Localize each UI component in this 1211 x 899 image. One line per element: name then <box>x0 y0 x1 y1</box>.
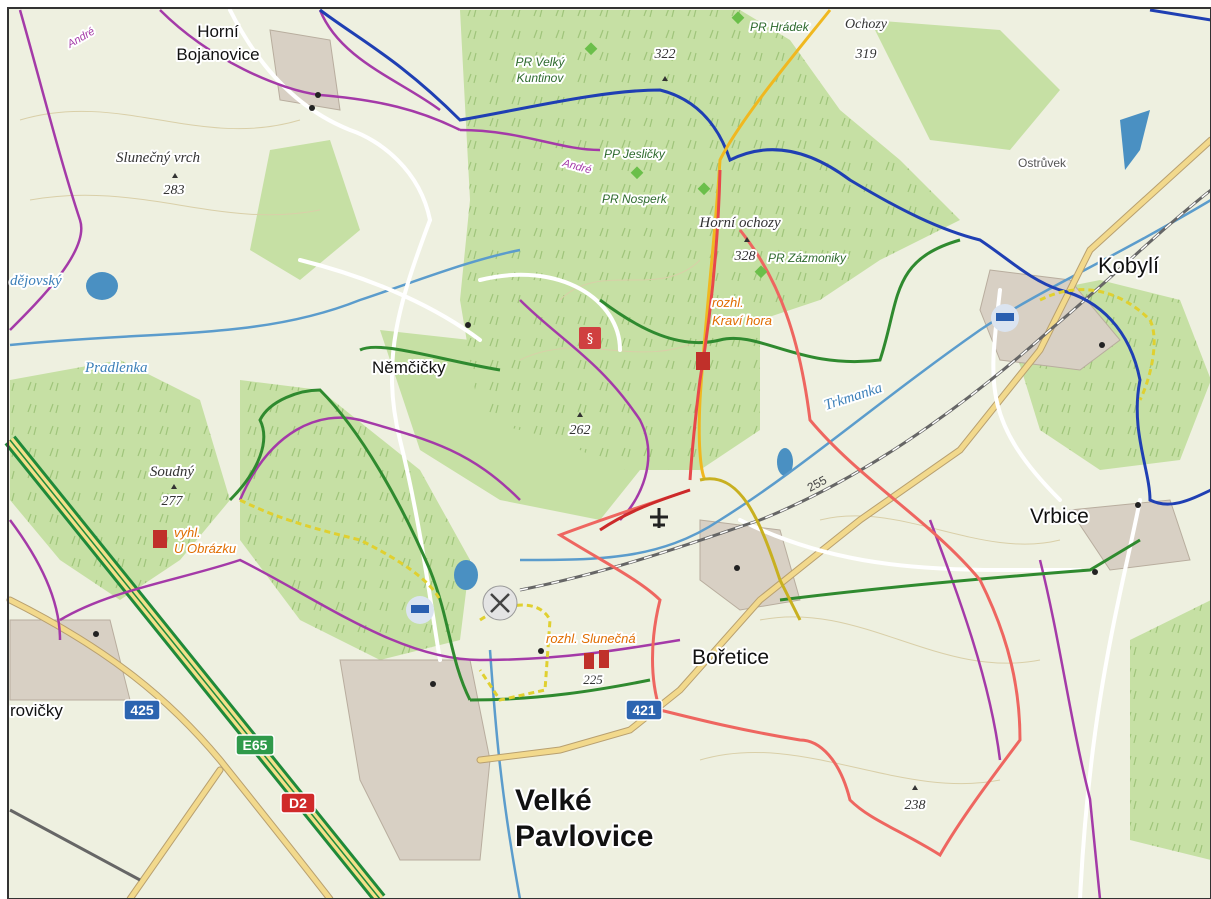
reserve-label-pr-velky-kuntinov-2: Kuntinov <box>517 71 565 85</box>
contour-lines <box>19 110 1061 785</box>
peak-elevation-319: 319 <box>855 47 877 62</box>
svg-text:E65: E65 <box>243 737 268 753</box>
svg-text:§: § <box>587 332 594 347</box>
road-shield-e65: E65 <box>235 734 275 756</box>
reserve-label-pr-zazmoniky: PR Zázmoniky <box>768 251 847 265</box>
viewpoint-label-u-obrazku-2: U Obrázku <box>174 541 236 556</box>
reserve-label-pp-jeslicky: PP Jesličky <box>604 147 666 161</box>
viewpoint-label-slunecna: rozhl. Slunečná <box>546 631 636 646</box>
trail-red-loop <box>556 229 1022 858</box>
peak-label-ochozy: Ochozy <box>845 17 888 32</box>
peak-elevation-322: 322 <box>654 47 676 62</box>
water-bodies <box>86 110 1150 590</box>
pond-label-dejovsky: dějovský <box>10 273 62 289</box>
peak-label-horni-ochozy: Horní ochozy <box>698 215 781 231</box>
svg-text:421: 421 <box>632 702 656 718</box>
peak-label-soudny: Soudný <box>150 464 195 480</box>
peak-markers <box>171 76 918 790</box>
town-label-horni-bojanovice-2: Bojanovice <box>176 45 259 64</box>
viewpoint-label-kravi-hora-2: Kraví hora <box>712 313 772 328</box>
town-label-vrbice: Vrbice <box>1030 505 1089 528</box>
viewpoint-label-kravi-hora: rozhl. <box>712 295 744 310</box>
railway <box>9 188 1211 882</box>
road-shield-421: 421 <box>625 699 663 721</box>
town-label-velke-pavlovice-2: Pavlovice <box>515 820 653 853</box>
road-shield-425: 425 <box>123 699 161 721</box>
peak-elevation-262: 262 <box>570 423 591 438</box>
peak-elevation-277: 277 <box>162 494 184 509</box>
town-label-nemcicky: Němčičky <box>372 358 446 377</box>
castle-icon: § <box>579 327 601 349</box>
restaurant-icon <box>482 585 518 621</box>
trail-green <box>228 238 1141 702</box>
viewpoint-label-u-obrazku: vyhl. <box>174 525 201 540</box>
roads-main-fill <box>7 137 1211 899</box>
town-label-boretice: Bořetice <box>692 646 769 669</box>
trail-blue <box>319 8 1211 506</box>
peak-elevation-225: 225 <box>583 672 603 687</box>
svg-text:425: 425 <box>130 702 154 718</box>
peak-elevation-328: 328 <box>734 249 756 264</box>
peak-elevation-238: 238 <box>905 798 926 813</box>
hotel-icons <box>406 304 1019 624</box>
peak-label-slunecny-vrch: Slunečný vrch <box>116 150 200 166</box>
locality-label-ostruvek: Ostrůvek <box>1018 156 1067 170</box>
reserve-label-pr-hradek: PR Hrádek <box>750 20 810 34</box>
svg-text:D2: D2 <box>289 795 307 811</box>
tower-icons <box>153 352 710 669</box>
town-label-horni-bojanovice: Horní <box>197 22 239 41</box>
vineyard-texture <box>10 10 1211 860</box>
town-label-kobyli: Kobylí <box>1098 253 1159 278</box>
reserve-label-pr-nosperk: PR Nosperk <box>602 192 668 206</box>
airfield-icon <box>650 508 668 528</box>
town-label-rovicky: rovičky <box>10 701 63 720</box>
church-icons <box>93 92 1141 687</box>
reserve-label-pr-velky-kuntinov: PR Velký <box>516 55 566 69</box>
trails-purple <box>8 9 1102 899</box>
town-label-velke-pavlovice: Velké <box>515 784 592 817</box>
road-shield-d2: D2 <box>280 792 316 814</box>
peak-elevation-283: 283 <box>164 183 185 198</box>
motorway-d2 <box>4 435 386 899</box>
map-frame <box>7 7 1211 899</box>
river-label-pradlenka: Pradlenka <box>84 360 147 376</box>
